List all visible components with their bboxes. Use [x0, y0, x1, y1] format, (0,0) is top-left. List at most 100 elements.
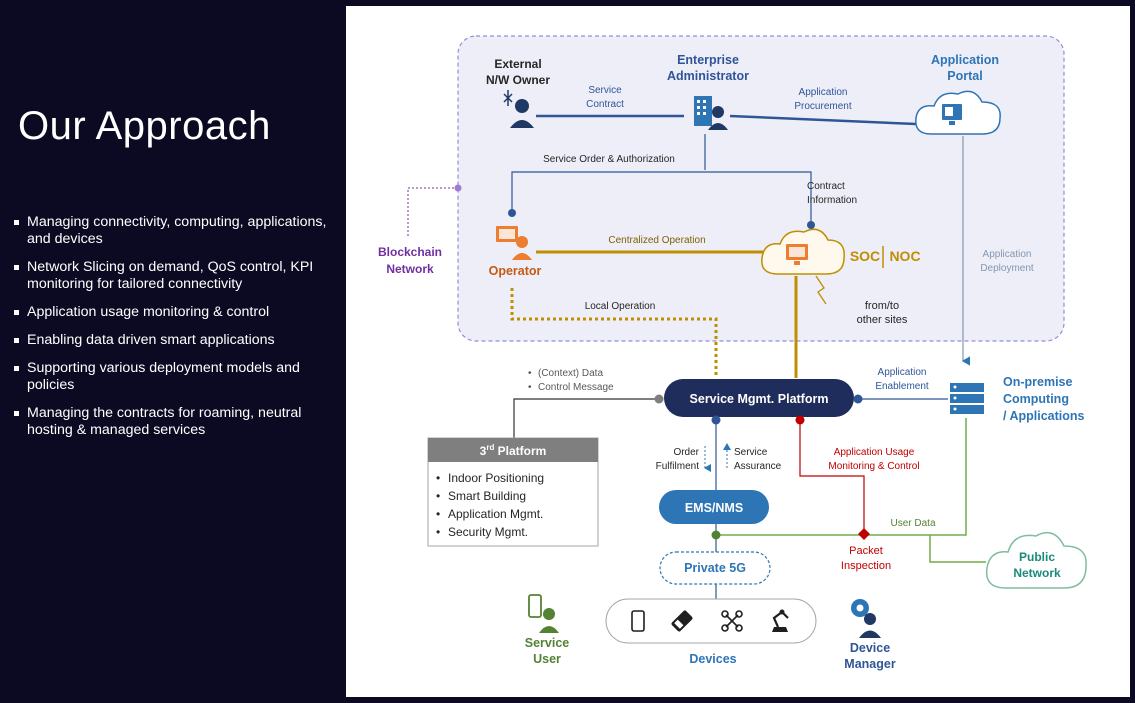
app-deployment-label-2: Deployment: [980, 263, 1034, 274]
public-network-label-2: Network: [1013, 566, 1061, 580]
external-owner-label-2: N/W Owner: [486, 73, 550, 87]
third-party-title: 3rd Platform: [480, 443, 547, 458]
robot-arm-icon: [772, 609, 789, 632]
app-deployment-label-1: Application: [983, 249, 1032, 260]
app-portal-label-1: Application: [931, 53, 999, 67]
bullet-item: Application usage monitoring & control: [12, 304, 342, 321]
smp-connector-left: [654, 394, 664, 404]
device-manager-icon: [851, 599, 881, 638]
contract-info-label-1: Contract: [807, 181, 845, 192]
ems-connector: [711, 530, 721, 540]
public-network-label-1: Public: [1019, 550, 1055, 564]
service-order-label: Service Order & Authorization: [543, 154, 675, 165]
bullet-dot: •: [436, 525, 440, 539]
onprem-label-3: / Applications: [1003, 409, 1085, 423]
control-message-label: Control Message: [538, 382, 614, 393]
order-label-2: Fulfilment: [656, 461, 700, 472]
public-network-cloud: [985, 531, 1087, 589]
centralized-op-label: Centralized Operation: [608, 235, 705, 246]
blockchain-dot: [454, 184, 462, 192]
service-user-label-1: Service: [525, 636, 570, 650]
enterprise-admin-icon: [694, 96, 728, 130]
noc-label: NOC: [889, 248, 920, 264]
app-portal-label-2: Portal: [947, 69, 982, 83]
packet-inspection-label-2: Inspection: [841, 560, 891, 572]
operator-icon: [496, 226, 532, 260]
third-party-item: Smart Building: [448, 489, 526, 503]
app-usage-label-1: Application Usage: [834, 447, 915, 458]
onprem-label-1: On-premise: [1003, 375, 1073, 389]
enterprise-admin-label-2: Administrator: [667, 69, 749, 83]
devices-label: Devices: [689, 652, 736, 666]
ems-box: [659, 490, 769, 524]
service-contract-label-2: Contract: [586, 99, 624, 110]
bullet-item: Supporting various deployment models and…: [12, 360, 342, 394]
assurance-label-2: Assurance: [734, 461, 782, 472]
ems-label: EMS/NMS: [685, 501, 743, 515]
slide-title: Our Approach: [18, 104, 271, 148]
service-order-line: [511, 134, 812, 222]
diagram-panel: External N/W Owner Enterprise Administra…: [346, 6, 1130, 697]
context-data-label: (Context) Data: [538, 368, 603, 379]
order-label-1: Order: [673, 447, 699, 458]
private5g-box: [659, 551, 771, 585]
third-party-item: Security Mgmt.: [448, 525, 528, 539]
third-party-item: Application Mgmt.: [448, 507, 543, 521]
devices-tray: [605, 598, 817, 644]
blockchain-label-1: Blockchain: [378, 245, 442, 259]
operator-label: Operator: [489, 264, 542, 278]
contract-info-label-2: Information: [807, 195, 857, 206]
service-user-label-2: User: [533, 652, 561, 666]
app-usage-line: [799, 420, 865, 534]
architecture-diagram: External N/W Owner Enterprise Administra…: [378, 35, 1087, 671]
from-to-label-2: other sites: [857, 314, 908, 326]
phone-icon: [631, 610, 645, 632]
packet-inspection-diamond: [858, 528, 870, 540]
bullet-list: Managing connectivity, computing, applic…: [12, 214, 342, 450]
app-enablement-label-1: Application: [878, 367, 927, 378]
smp-label: Service Mgmt. Platform: [690, 392, 829, 406]
bullet-item: Enabling data driven smart applications: [12, 332, 342, 349]
device-manager-label-2: Manager: [844, 657, 896, 671]
soc-label: SOC: [850, 248, 880, 264]
bullet-item: Managing the contracts for roaming, neut…: [12, 405, 342, 439]
app-procurement-line: [729, 114, 917, 126]
external-owner-label-1: External: [494, 57, 541, 71]
private5g-label: Private 5G: [684, 561, 746, 575]
bullet-dot: •: [528, 368, 532, 379]
bullet-dot: •: [436, 507, 440, 521]
operator-connector: [508, 209, 516, 217]
enterprise-admin-label-1: Enterprise: [677, 53, 739, 67]
local-operation-line: [510, 288, 718, 378]
assurance-label-1: Service: [734, 447, 768, 458]
assurance-arrow-head: [723, 443, 731, 450]
app-enablement-label-2: Enablement: [875, 381, 929, 392]
bullet-dot: •: [436, 471, 440, 485]
app-procurement-label-1: Application: [799, 87, 848, 98]
left-pane: Our Approach Managing connectivity, comp…: [0, 0, 346, 703]
server-icon: [950, 383, 984, 414]
bullet-dot: •: [528, 382, 532, 393]
blockchain-link: [407, 187, 458, 236]
third-party-item: Indoor Positioning: [448, 471, 544, 485]
app-usage-label-2: Monitoring & Control: [828, 461, 919, 472]
packet-inspection-label-1: Packet: [849, 545, 883, 557]
third-party-link: [513, 398, 658, 438]
service-user-icon: [528, 594, 559, 633]
user-data-line: [716, 418, 967, 536]
bullet-dot: •: [436, 489, 440, 503]
smp-connector-bottom: [711, 415, 721, 425]
app-procurement-label-2: Procurement: [794, 101, 851, 112]
cloud-icon: [915, 90, 1001, 135]
service-contract-label-1: Service: [588, 85, 622, 96]
device-manager-label-1: Device: [850, 641, 890, 655]
drone-icon: [721, 610, 743, 632]
soc-connector: [807, 221, 815, 229]
local-op-label: Local Operation: [585, 301, 656, 312]
from-to-label-1: from/to: [865, 300, 899, 312]
bullet-item: Managing connectivity, computing, applic…: [12, 214, 342, 248]
user-data-label: User Data: [890, 518, 935, 529]
third-party-header: [428, 438, 598, 462]
smp-box: [664, 379, 854, 417]
smp-connector-right: [853, 394, 863, 404]
